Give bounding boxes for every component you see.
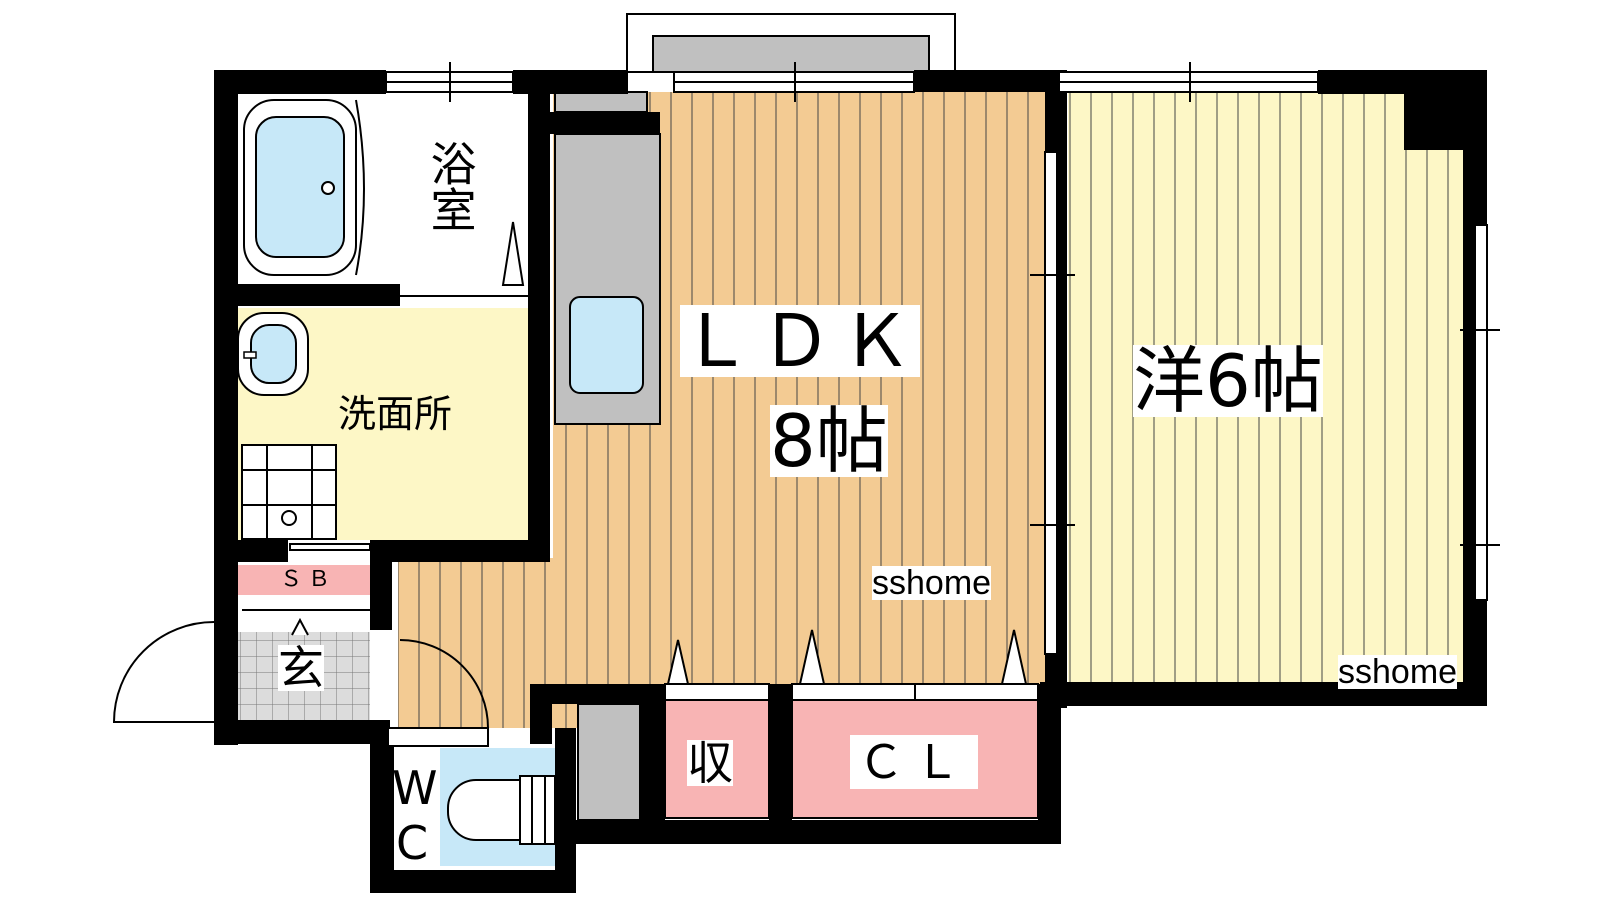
shoe-box [238,565,370,595]
doors [112,221,1039,747]
bathtub [243,99,365,276]
watermark-ldk: sshome [872,564,992,602]
bathroom-label-text: 浴室 [423,140,478,232]
balcony [626,13,956,73]
washroom-label: 洗面所 [338,392,453,436]
entrance-label: 玄 [278,641,324,695]
toilet-label-c: C [396,816,429,870]
ldk-label: ＬＤＫ [680,299,921,383]
toilet [440,748,556,866]
wash-basin [237,312,309,396]
shoe-box-label: ＳＢ [280,567,337,592]
kitchen-counter [554,91,661,425]
bathroom-label: 浴室 [420,140,480,243]
washing-machine-space [241,444,337,540]
western-room-label: 洋6帖 [1133,339,1323,423]
ldk-size-label: 8帖 [770,399,888,483]
storage-label: 収 [687,736,733,790]
watermark-western: sshome [1338,653,1458,691]
windows [385,62,1500,655]
closet-label: ＣＬ [850,735,978,789]
toilet-label-w: W [392,761,438,815]
pipe-space [577,703,641,821]
walls [214,70,1487,893]
